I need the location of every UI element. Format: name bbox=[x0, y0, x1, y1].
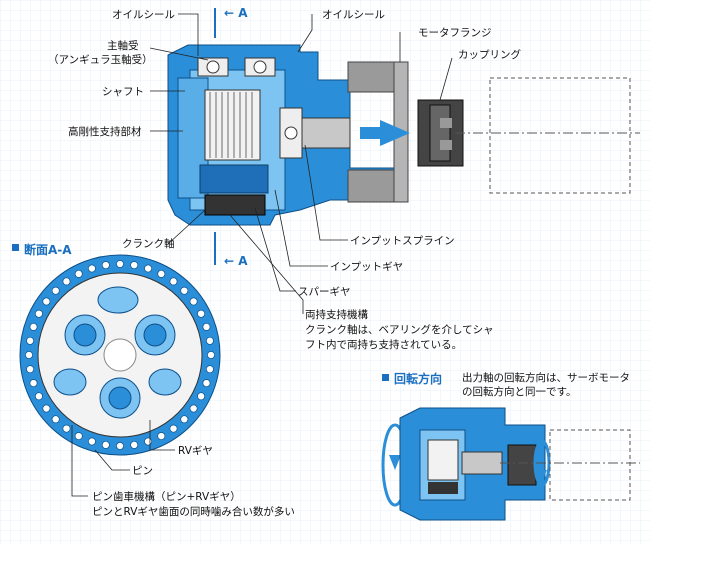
pin bbox=[189, 297, 198, 306]
label-pin-gear-desc: ピンとRVギヤ歯面の同時噛み合い数が多い bbox=[92, 505, 295, 518]
label-oil-seal-right: オイルシール bbox=[322, 9, 385, 21]
label-dual-support-desc1: クランク軸は、ベアリングを介してシャ bbox=[305, 323, 494, 336]
pin bbox=[74, 432, 83, 441]
servo-motor-outline bbox=[489, 77, 631, 194]
pin bbox=[144, 264, 153, 273]
mini-motor-outline bbox=[549, 429, 631, 501]
pin bbox=[101, 261, 110, 270]
input-arrow bbox=[360, 120, 410, 146]
label-coupling: カップリング bbox=[458, 48, 521, 61]
label-shaft: シャフト bbox=[102, 86, 144, 98]
label-rv-gear: RVギヤ bbox=[178, 445, 213, 457]
center-hole bbox=[103, 338, 137, 372]
label-spur-gear: スパーギヤ bbox=[298, 286, 351, 298]
pin bbox=[51, 286, 60, 295]
pin bbox=[202, 379, 211, 388]
section-aa-title: 断面A-A bbox=[24, 242, 72, 257]
shaft-lobe-3 bbox=[148, 368, 182, 396]
pin bbox=[42, 297, 51, 306]
rotation-desc-1: 出力軸の回転方向は、サーボモータ bbox=[462, 371, 630, 384]
label-pin-gear-title: ピン歯車機構（ピン+RVギヤ） bbox=[92, 490, 241, 503]
pin-ring bbox=[25, 260, 215, 450]
pin bbox=[29, 322, 38, 331]
pin bbox=[180, 415, 189, 424]
label-oil-seal-left: オイルシール bbox=[112, 9, 175, 21]
pin bbox=[26, 336, 35, 345]
section-aa-bullet bbox=[12, 244, 19, 251]
pin bbox=[157, 432, 166, 441]
pin bbox=[34, 309, 43, 318]
label-input-spline: インプットスプライン bbox=[350, 235, 455, 247]
pin bbox=[87, 264, 96, 273]
crank-bearing-3 bbox=[99, 377, 141, 419]
crank-bearing-1 bbox=[64, 314, 106, 356]
mini-coupling bbox=[507, 444, 537, 486]
pin bbox=[130, 261, 139, 270]
pin bbox=[42, 404, 51, 413]
pin bbox=[169, 277, 178, 286]
pin bbox=[130, 440, 139, 449]
section-marker-bottom: ← A bbox=[224, 254, 248, 268]
label-main-bearing-type: （アンギュラ玉軸受） bbox=[48, 53, 153, 66]
section-marker-top: ← A bbox=[224, 6, 248, 20]
shaft-lobe-1 bbox=[97, 286, 139, 314]
rv-gear-section bbox=[204, 89, 261, 161]
pin bbox=[197, 392, 206, 401]
pin bbox=[157, 269, 166, 278]
pin bbox=[116, 260, 124, 268]
pin bbox=[51, 415, 60, 424]
pin bbox=[169, 424, 178, 433]
pin bbox=[29, 379, 38, 388]
pin bbox=[101, 440, 110, 449]
pin bbox=[87, 437, 96, 446]
rotation-title: 回転方向 bbox=[394, 371, 442, 386]
shaft-lobe-2 bbox=[53, 368, 87, 396]
pin bbox=[205, 336, 214, 345]
pin bbox=[207, 351, 215, 359]
rotation-bullet bbox=[382, 374, 389, 381]
main-cross-section bbox=[167, 8, 640, 265]
pin bbox=[202, 322, 211, 331]
label-rigid-support: 高剛性支持部材 bbox=[68, 125, 142, 138]
pin bbox=[116, 442, 124, 450]
pin bbox=[25, 351, 33, 359]
label-dual-support-title: 両持支持機構 bbox=[305, 308, 368, 321]
spur-gear bbox=[204, 194, 266, 216]
section-aa-view bbox=[19, 254, 221, 456]
label-input-gear: インプットギヤ bbox=[330, 261, 403, 273]
label-motor-flange: モータフランジ bbox=[418, 27, 492, 39]
pin bbox=[62, 424, 71, 433]
label-main-bearing: 主軸受 bbox=[107, 39, 139, 52]
pin bbox=[62, 277, 71, 286]
label-crank-shaft: クランク軸 bbox=[122, 237, 175, 250]
crank-bearing-2 bbox=[134, 314, 176, 356]
pin bbox=[197, 309, 206, 318]
pin bbox=[189, 404, 198, 413]
rotation-desc-2: の回転方向と同一です。 bbox=[462, 385, 576, 398]
rotation-view bbox=[381, 407, 640, 521]
label-pin: ピン bbox=[132, 465, 153, 477]
pin bbox=[180, 286, 189, 295]
crank-bearing bbox=[199, 164, 269, 194]
pin bbox=[205, 365, 214, 374]
label-dual-support-desc2: フト内で両持ち支持されている。 bbox=[305, 338, 462, 351]
pin bbox=[74, 269, 83, 278]
pin bbox=[34, 392, 43, 401]
pin bbox=[144, 437, 153, 446]
pin bbox=[26, 365, 35, 374]
